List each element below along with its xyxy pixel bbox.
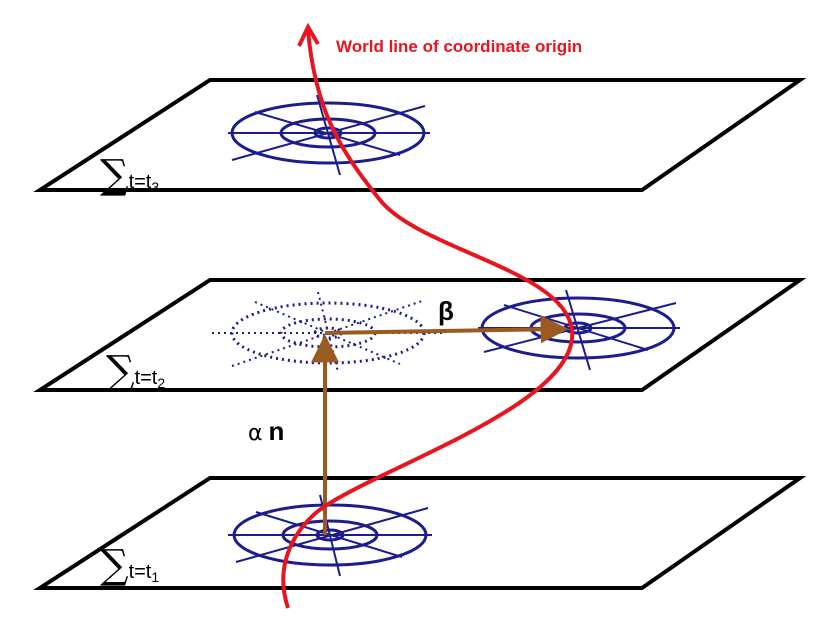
shift-vector-arrow xyxy=(324,315,569,344)
slice-plane-t1 xyxy=(33,476,807,590)
slice-label-t2: ∑t=t2 xyxy=(106,348,165,394)
slice-plane-t3 xyxy=(33,78,807,192)
worldline-curve xyxy=(281,29,575,609)
slice-label-t3: ∑t=t3 xyxy=(100,152,159,198)
coordinate-grid-t3 xyxy=(228,94,430,176)
worldline-label: World line of coordinate origin xyxy=(336,37,582,56)
worldline-arrowhead-icon xyxy=(297,22,320,47)
slice-label-t1: ∑t=t1 xyxy=(100,542,159,588)
shift-label: β xyxy=(438,296,454,326)
slice-plane-t2 xyxy=(33,278,807,392)
